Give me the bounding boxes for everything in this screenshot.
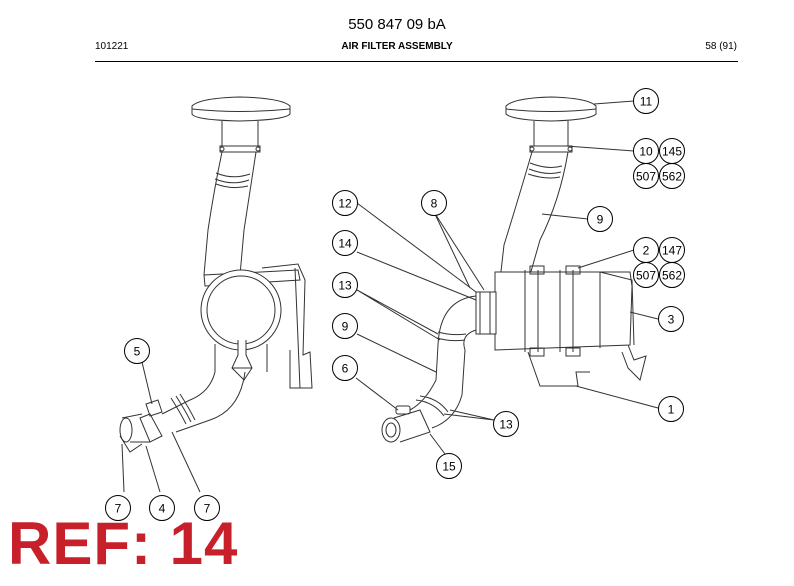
callout-9-left: 9 [332, 313, 358, 339]
svg-text:2: 2 [643, 244, 650, 258]
svg-text:145: 145 [662, 145, 682, 159]
callout-6: 6 [332, 355, 358, 381]
page-number: 58 (91) [705, 41, 737, 52]
callout-145: 145 [659, 138, 685, 164]
callout-9-right: 9 [587, 206, 613, 232]
callout-2: 2 [633, 237, 659, 263]
ref-label: REF: 14 [8, 510, 239, 577]
callout-15: 15 [436, 453, 462, 479]
callout-1: 1 [658, 396, 684, 422]
left-assembly [119, 96, 313, 493]
callout-10: 10 [633, 138, 659, 164]
document-number: 550 847 09 bA [348, 16, 446, 33]
svg-text:507: 507 [636, 269, 656, 283]
header-rule [95, 61, 738, 62]
svg-text:9: 9 [597, 213, 604, 227]
svg-text:562: 562 [662, 170, 682, 184]
callout-4: 4 [149, 495, 175, 521]
svg-text:6: 6 [342, 362, 349, 376]
callout-147: 147 [659, 237, 685, 263]
right-assembly [355, 96, 659, 459]
svg-text:3: 3 [668, 313, 675, 327]
svg-text:5: 5 [134, 345, 141, 359]
callout-8: 8 [421, 190, 447, 216]
callout-562-b: 562 [659, 262, 685, 288]
document-code: 101221 [95, 41, 129, 52]
svg-text:12: 12 [338, 197, 352, 211]
svg-text:11: 11 [640, 95, 653, 109]
svg-text:4: 4 [159, 502, 166, 516]
svg-text:9: 9 [342, 320, 349, 334]
callout-7-left: 7 [105, 495, 131, 521]
svg-text:507: 507 [636, 170, 656, 184]
callout-11: 11 [633, 88, 659, 114]
svg-text:14: 14 [338, 237, 352, 251]
callout-3: 3 [658, 306, 684, 332]
svg-text:1: 1 [668, 403, 675, 417]
callout-13-lower: 13 [493, 411, 519, 437]
svg-text:10: 10 [639, 145, 653, 159]
svg-text:13: 13 [338, 279, 352, 293]
svg-text:7: 7 [115, 502, 122, 516]
callout-13-upper: 13 [332, 272, 358, 298]
callout-507-a: 507 [633, 163, 659, 189]
callouts: 11 10 145 507 562 9 2 147 507 562 3 1 12… [105, 88, 685, 521]
callout-7-right: 7 [194, 495, 220, 521]
svg-text:8: 8 [431, 197, 438, 211]
svg-text:15: 15 [442, 460, 456, 474]
svg-text:562: 562 [662, 269, 682, 283]
callout-12: 12 [332, 190, 358, 216]
page-title: AIR FILTER ASSEMBLY [341, 41, 453, 52]
svg-text:13: 13 [499, 418, 513, 432]
callout-5: 5 [124, 338, 150, 364]
svg-text:147: 147 [662, 244, 682, 258]
callout-562-a: 562 [659, 163, 685, 189]
callout-507-b: 507 [633, 262, 659, 288]
callout-14: 14 [332, 230, 358, 256]
svg-text:7: 7 [204, 502, 211, 516]
